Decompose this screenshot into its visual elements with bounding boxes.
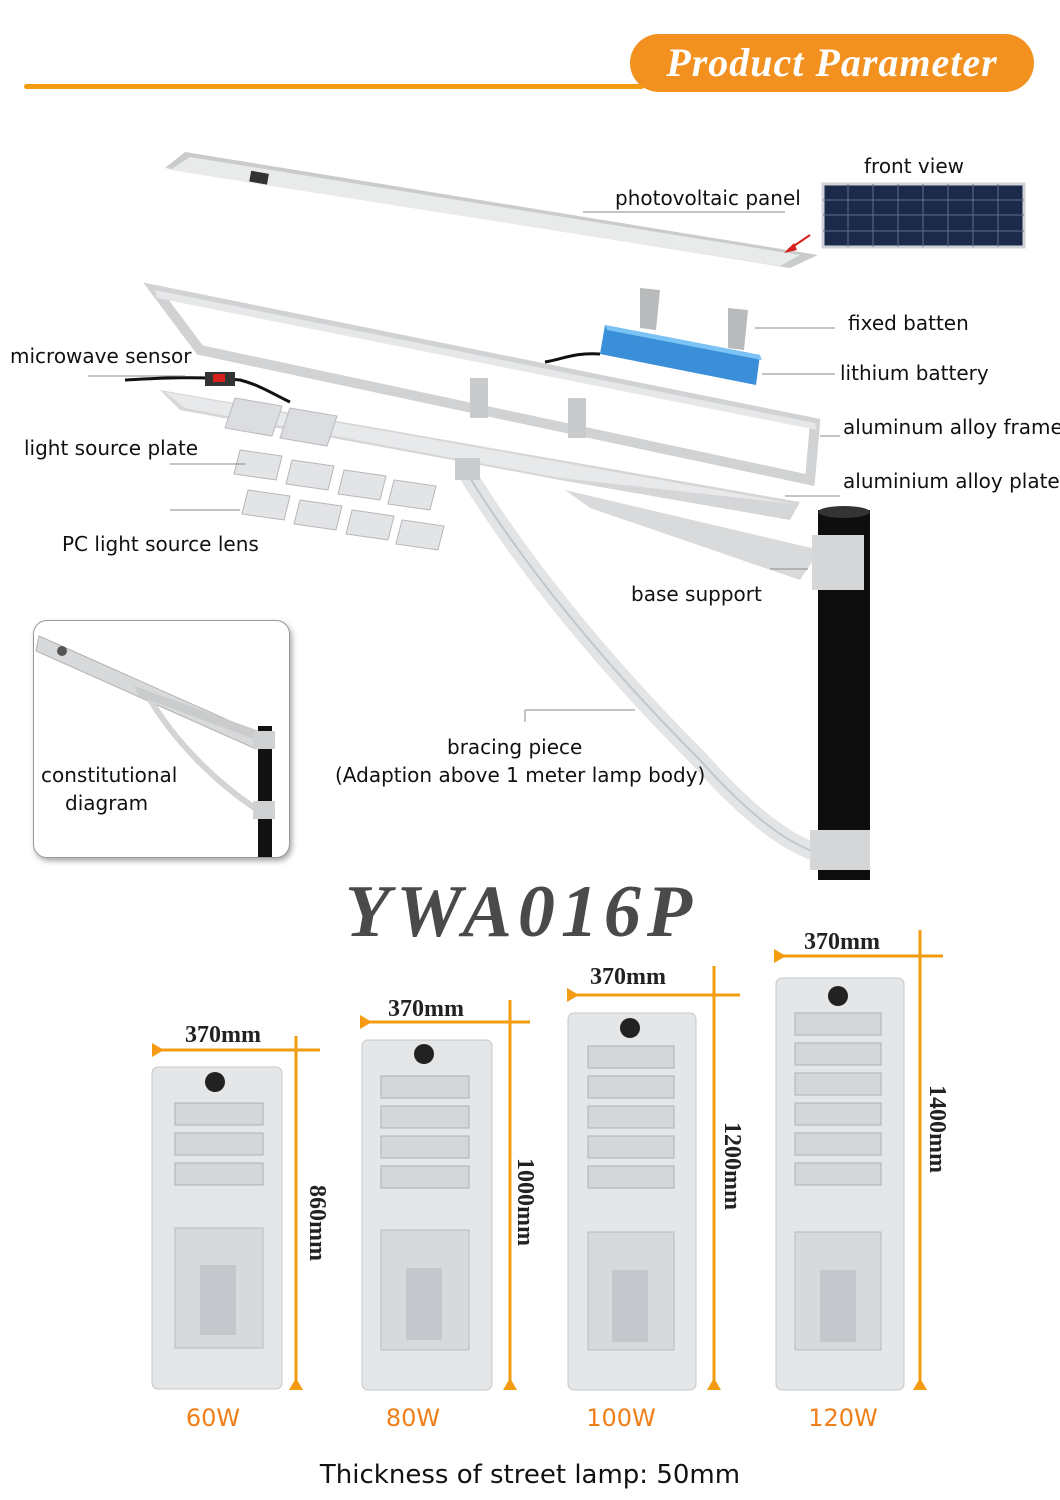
label-constitutional: constitutional bbox=[41, 763, 178, 787]
label-pc-light-source-lens: PC light source lens bbox=[62, 532, 259, 556]
label-aluminium-alloy-plate: aluminium alloy plate bbox=[843, 469, 1060, 493]
power-120w: 120W bbox=[808, 1404, 878, 1432]
lamp-60w-drawing bbox=[151, 1036, 320, 1390]
label-aluminum-alloy-frame: aluminum alloy frame bbox=[843, 415, 1060, 439]
header-rule bbox=[24, 84, 644, 89]
lamp-120w-drawing bbox=[774, 930, 943, 1391]
constitutional-diagram-image bbox=[35, 635, 275, 857]
label-fixed-batten: fixed batten bbox=[848, 311, 969, 335]
lamp-100w-drawing bbox=[567, 966, 740, 1391]
length-100w: 1200mm bbox=[719, 1122, 745, 1210]
power-80w: 80W bbox=[385, 1404, 441, 1432]
power-60w: 60W bbox=[185, 1404, 241, 1432]
power-100w: 100W bbox=[586, 1404, 656, 1432]
length-120w: 1400mm bbox=[924, 1085, 950, 1173]
label-microwave-sensor: microwave sensor bbox=[10, 344, 192, 368]
page-title: Product Parameter bbox=[666, 40, 998, 85]
length-60w: 860mm bbox=[304, 1185, 330, 1261]
label-front-view: front view bbox=[864, 154, 964, 178]
header-banner bbox=[630, 34, 1034, 92]
model-name: YWA016P bbox=[345, 871, 699, 953]
exploded-lamp-illustration bbox=[88, 152, 1026, 880]
label-base-support: base support bbox=[631, 582, 762, 606]
thickness-note: Thickness of street lamp: 50mm bbox=[319, 1460, 741, 1490]
label-lithium-battery: lithium battery bbox=[840, 361, 989, 385]
width-60w: 370mm bbox=[185, 1022, 261, 1048]
length-80w: 1000mm bbox=[512, 1158, 538, 1246]
label-bracing-piece: bracing piece bbox=[447, 735, 583, 759]
width-80w: 370mm bbox=[388, 996, 464, 1022]
constitutional-diagram-inset: constitutional diagram bbox=[33, 620, 290, 858]
label-diagram: diagram bbox=[65, 791, 149, 815]
label-bracing-note: (Adaption above 1 meter lamp body) bbox=[335, 763, 706, 787]
label-photovoltaic-panel: photovoltaic panel bbox=[615, 186, 801, 210]
width-120w: 370mm bbox=[804, 929, 880, 955]
label-light-source-plate: light source plate bbox=[24, 436, 199, 460]
lamp-80w-drawing bbox=[360, 1000, 530, 1391]
width-100w: 370mm bbox=[590, 964, 666, 990]
